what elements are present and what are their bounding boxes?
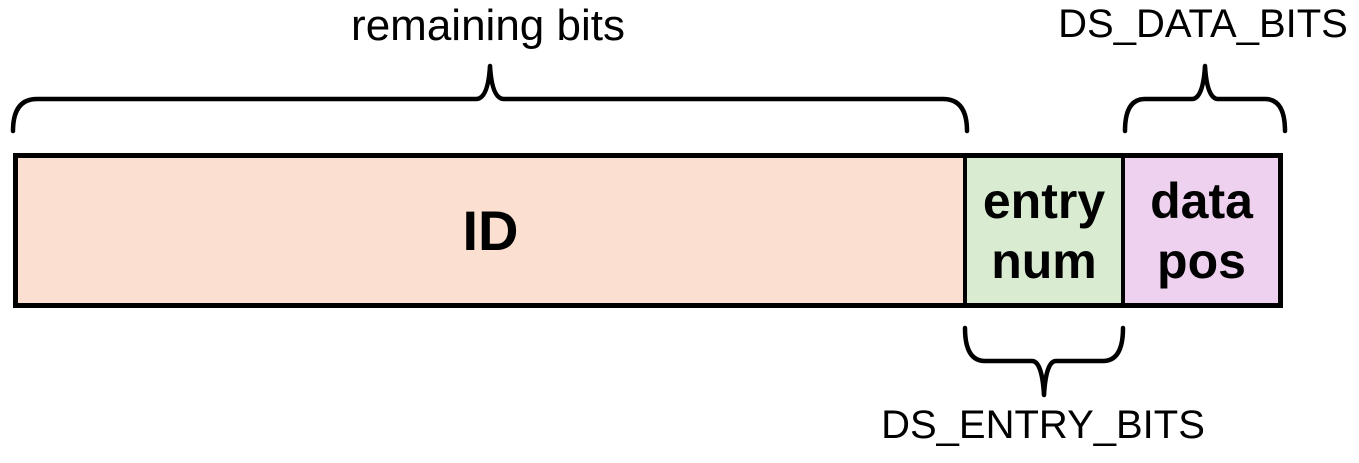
ds-data-bits-brace <box>1122 63 1288 134</box>
segment-data-pos: data pos <box>1121 158 1278 303</box>
segment-entry-num-line2: num <box>991 232 1097 289</box>
segment-entry-num-line1: entry <box>982 172 1106 229</box>
remaining-bits-label: remaining bits <box>351 1 625 50</box>
segment-data-pos-line2: pos <box>1157 232 1246 289</box>
segment-entry-num: entry num <box>963 158 1121 303</box>
segment-id: ID <box>18 158 963 303</box>
bit-field-bar: ID entry num data pos <box>13 153 1283 308</box>
ds-data-bits-label: DS_DATA_BITS <box>1058 2 1348 46</box>
ds-entry-bits-brace <box>962 325 1126 398</box>
remaining-bits-brace <box>10 63 970 134</box>
segment-id-label: ID <box>462 199 519 262</box>
segment-data-pos-line1: data <box>1150 172 1253 229</box>
ds-entry-bits-label: DS_ENTRY_BITS <box>881 403 1205 447</box>
